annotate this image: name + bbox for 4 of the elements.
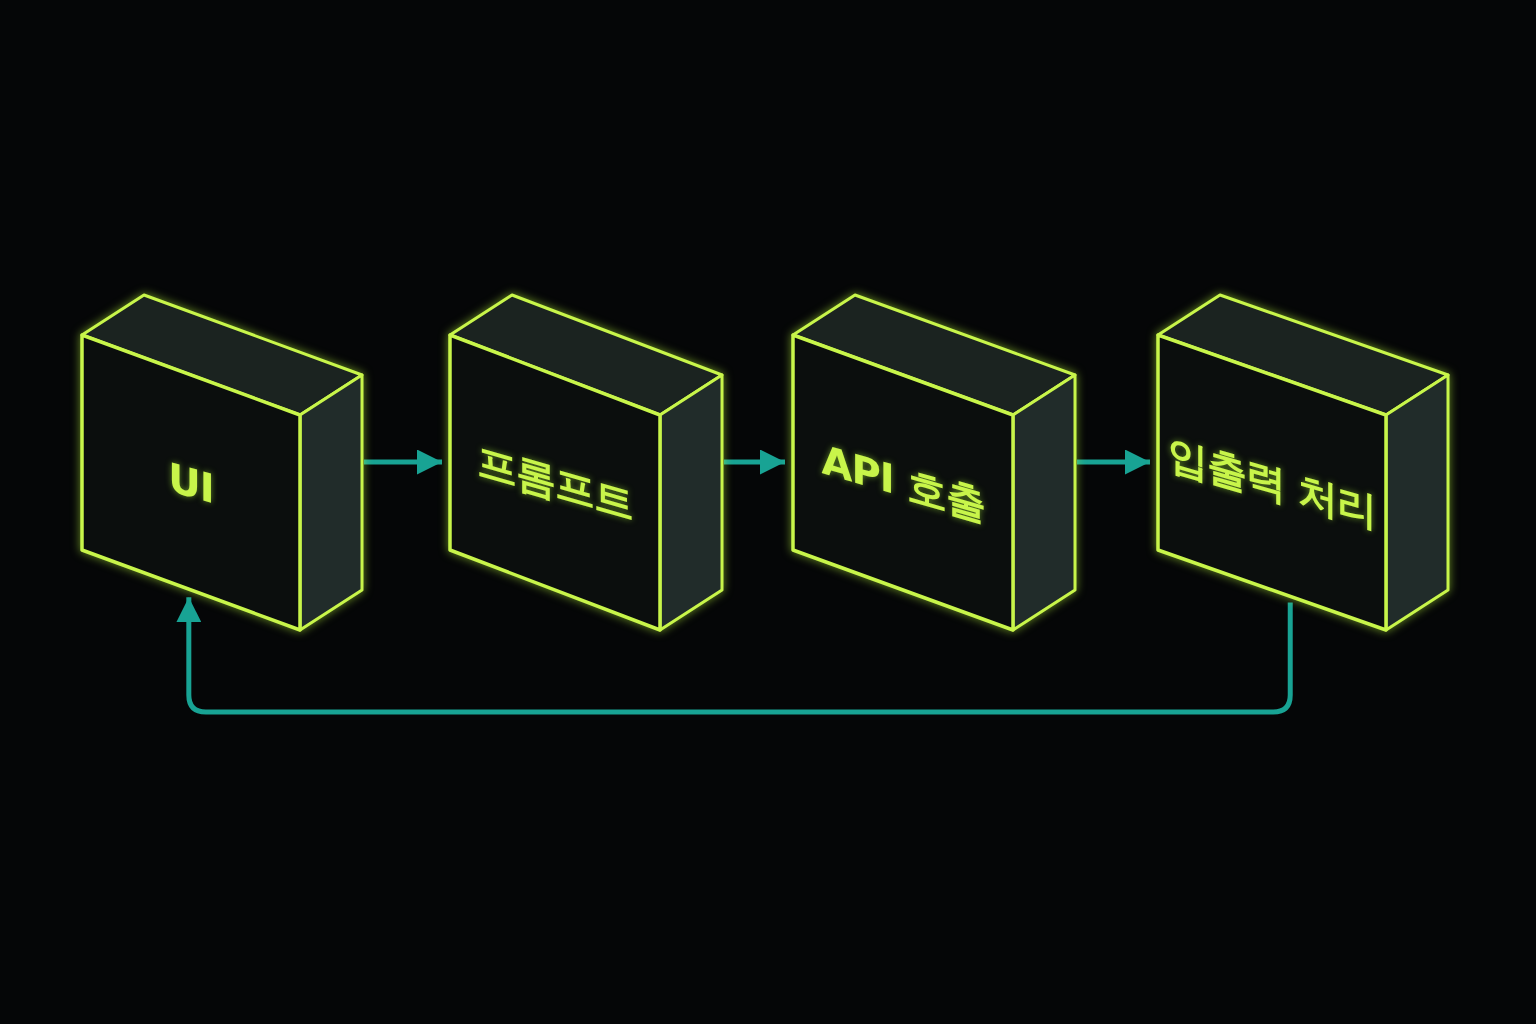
arrow: [176, 597, 1293, 715]
arrow: [1077, 449, 1150, 475]
arrow: [724, 449, 785, 475]
arrow: [364, 449, 442, 475]
